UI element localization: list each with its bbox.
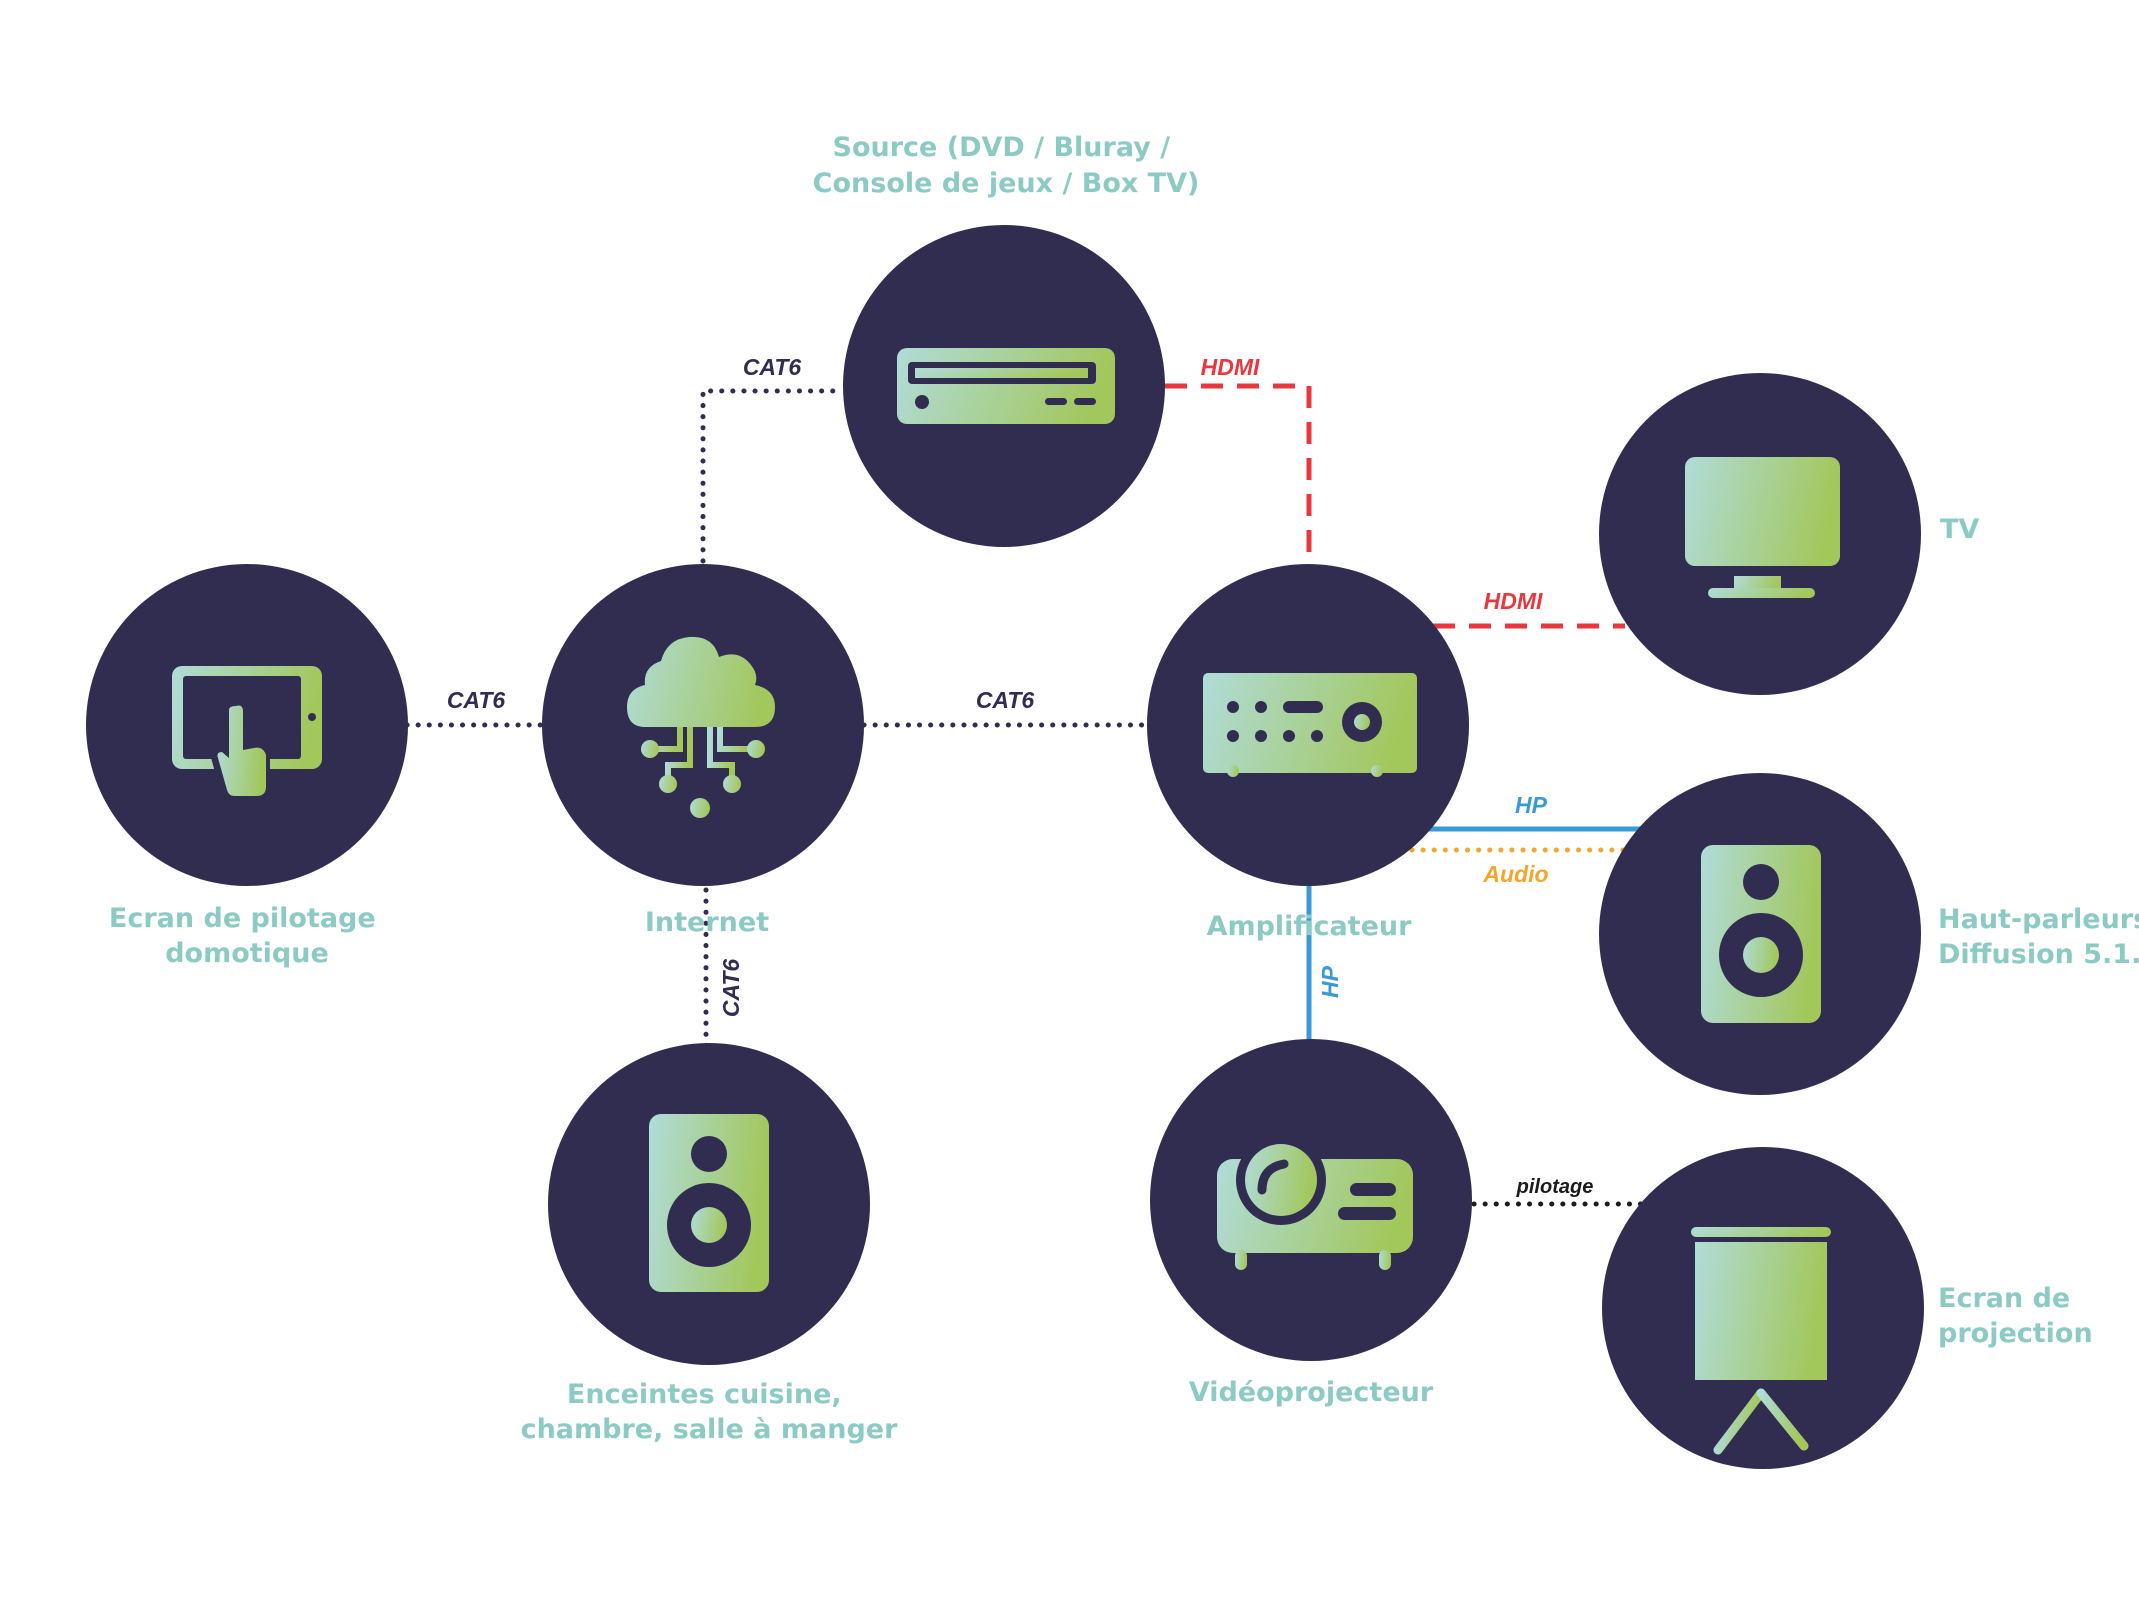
speaker-icon — [649, 1114, 769, 1292]
link-label-hp: HP — [1317, 965, 1343, 998]
projection-screen-icon — [1691, 1227, 1831, 1455]
label-screen: Ecran de projection — [1938, 1283, 2093, 1349]
label-speakers: Haut-parleurs Diffusion 5.1.2 — [1938, 904, 2139, 970]
link-label-cat6: CAT6 — [743, 354, 802, 380]
link-internet-source — [700, 388, 846, 564]
node-internet[interactable] — [542, 564, 864, 886]
link-label-hdmi: HDMI — [1484, 588, 1543, 614]
link-label-cat6: CAT6 — [447, 687, 506, 713]
tv-monitor-icon — [1685, 457, 1840, 598]
amplifier-icon — [1203, 673, 1417, 777]
label-amp: Amplificateur — [1207, 911, 1413, 942]
link-label-cat6: CAT6 — [976, 687, 1035, 713]
speaker-icon — [1701, 845, 1821, 1023]
node-screen[interactable] — [1602, 1147, 1924, 1469]
link-label-cat6: CAT6 — [718, 959, 744, 1018]
link-labels: CAT6 CAT6 CAT6 CAT6 HDMI HDMI HP Audio H… — [447, 354, 1594, 1198]
node-speakers[interactable] — [1599, 773, 1921, 1095]
node-projector[interactable] — [1150, 1039, 1472, 1361]
tablet-touch-icon — [172, 666, 322, 798]
dvd-player-icon — [897, 348, 1115, 424]
projector-icon — [1217, 1135, 1413, 1270]
link-label-hp: HP — [1515, 792, 1548, 818]
link-label-pilotage: pilotage — [1516, 1176, 1594, 1198]
node-tablet[interactable] — [86, 564, 408, 886]
node-amp[interactable] — [1147, 564, 1469, 886]
label-rooms: Enceintes cuisine, chambre, salle à mang… — [521, 1379, 899, 1445]
cloud-network-icon — [627, 636, 775, 818]
label-source: Source (DVD / Bluray / Console de jeux /… — [813, 132, 1200, 199]
node-source[interactable] — [843, 225, 1165, 547]
label-projector: Vidéoprojecteur — [1189, 1377, 1434, 1408]
connections — [404, 383, 1645, 1207]
node-rooms[interactable] — [548, 1043, 870, 1365]
label-internet: Internet — [645, 907, 769, 938]
label-tv: TV — [1940, 514, 1979, 545]
label-tablet: Ecran de pilotage domotique — [109, 903, 385, 969]
link-label-audio: Audio — [1482, 861, 1548, 887]
link-label-hdmi: HDMI — [1201, 354, 1260, 380]
node-labels: Source (DVD / Bluray / Console de jeux /… — [109, 132, 2139, 1445]
node-tv[interactable] — [1599, 373, 1921, 695]
link-source-amp — [1165, 383, 1312, 564]
